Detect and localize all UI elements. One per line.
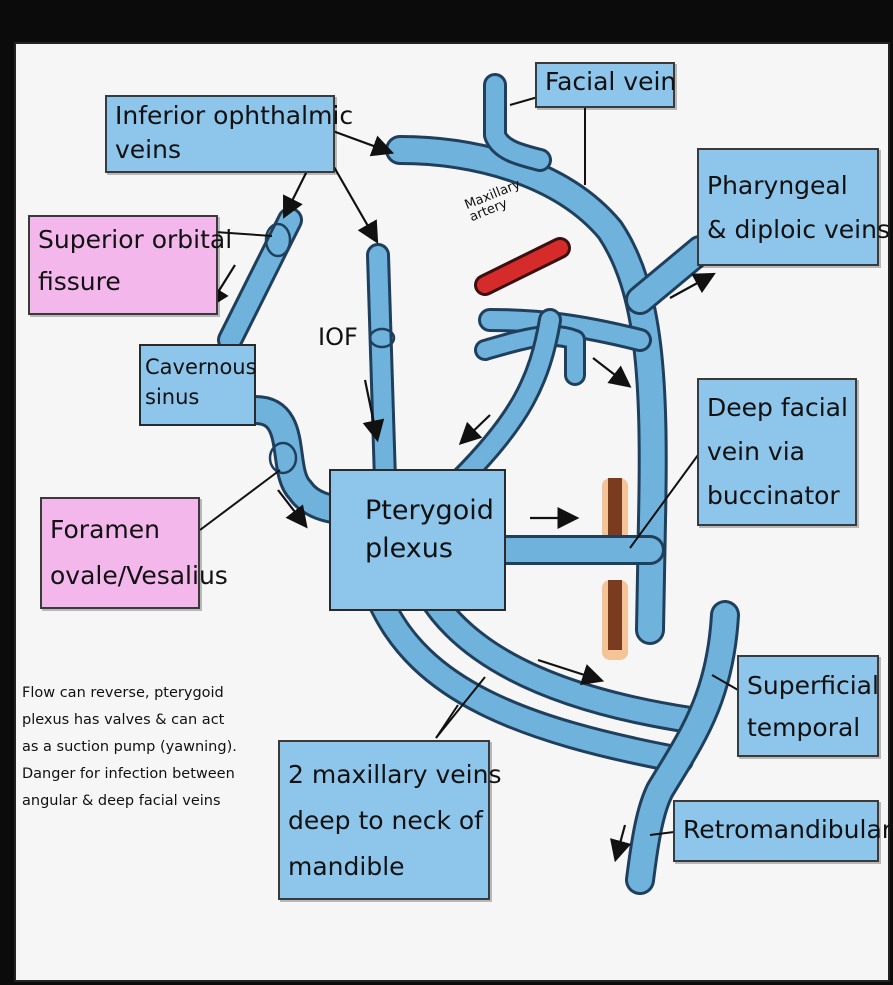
retromandibular-text: Retromandibular [683,804,869,856]
label-pterygoid-plexus: Pterygoid plexus [365,492,494,568]
note-line-4: Danger for infection between [22,761,272,788]
cavernous-line2: sinus [145,382,257,412]
label-inferior-ophthalmic: Inferior ophthalmic veins [105,95,335,173]
maxillary-veins-line1: 2 maxillary veins [288,752,480,798]
foramen-line1: Foramen [50,507,190,553]
note-line-5: angular & deep facial veins [22,788,272,815]
superficial-line1: Superficial [747,665,869,707]
maxillary-artery [485,248,560,285]
buccinator-muscle [602,478,628,660]
label-pharyngeal: Pharyngeal & diploic veins [697,148,879,266]
pterygoid-line2: plexus [365,530,494,568]
note-line-3: as a suction pump (yawning). [22,734,272,761]
inferior-ophthalmic-line1: Inferior ophthalmic [115,99,325,133]
maxillary-veins-line3: mandible [288,844,480,890]
maxillary-veins-line2: deep to neck of [288,798,480,844]
label-foramen-ovale: Foramen ovale/Vesalius [40,497,200,609]
deep-facial-line3: buccinator [707,474,847,518]
label-facial-vein: Facial vein [535,62,675,108]
note-line-1: Flow can reverse, pterygoid [22,680,272,707]
deep-facial-line1: Deep facial [707,386,847,430]
label-cavernous-sinus: Cavernous sinus [145,352,257,412]
pharyngeal-line2: & diploic veins [707,208,869,252]
facial-vein-text: Facial vein [545,66,665,98]
label-retromandibular: Retromandibular [673,800,879,862]
cavernous-line1: Cavernous [145,352,257,382]
foramen-line2: ovale/Vesalius [50,553,190,599]
pharyngeal-line1: Pharyngeal [707,164,869,208]
label-superior-orbital-fissure: Superior orbital fissure [28,215,218,315]
label-deep-facial: Deep facial vein via buccinator [697,378,857,526]
clinical-note: Flow can reverse, pterygoid plexus has v… [22,680,272,815]
inferior-ophthalmic-line2: veins [115,133,325,167]
label-iof: IOF [318,323,358,351]
deep-facial-line2: vein via [707,430,847,474]
pterygoid-line1: Pterygoid [365,492,494,530]
superficial-line2: temporal [747,707,869,749]
superior-orbital-line2: fissure [38,261,208,303]
label-superficial-temporal: Superficial temporal [737,655,879,757]
superior-orbital-line1: Superior orbital [38,219,208,261]
label-maxillary-veins: 2 maxillary veins deep to neck of mandib… [278,740,490,900]
note-line-2: plexus has valves & can act [22,707,272,734]
